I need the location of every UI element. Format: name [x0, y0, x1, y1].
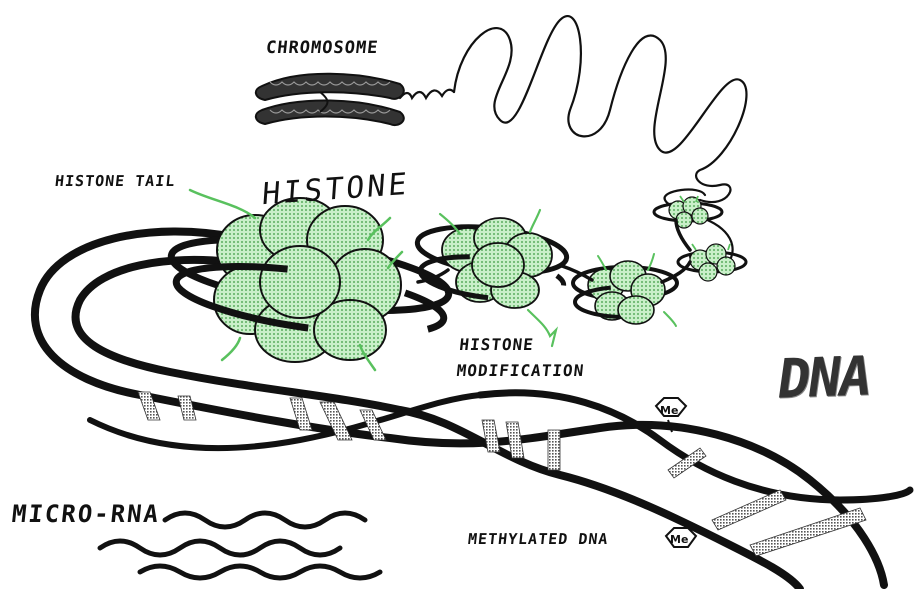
methylated-dna-label: METHYLATED DNA	[467, 530, 609, 548]
chromosome	[256, 74, 404, 125]
nucleosome-small	[573, 254, 677, 326]
methyl-tag-lower: Me	[670, 533, 688, 546]
histone-tail-label: HISTONE TAIL	[54, 172, 176, 190]
nucleosome-large	[167, 190, 453, 370]
dna-label: DNA	[774, 344, 874, 411]
methyl-tag-upper: Me	[660, 404, 678, 417]
micro-rna-label: MICRO-RNA	[11, 500, 162, 528]
histone-modification-line1: HISTONE	[458, 332, 588, 358]
histone-modification-line2: MODIFICATION	[455, 358, 585, 384]
chromatin-fiber	[400, 16, 746, 269]
histone-modification-label: HISTONE MODIFICATION	[455, 332, 588, 384]
chromosome-label: CHROMOSOME	[265, 38, 379, 58]
